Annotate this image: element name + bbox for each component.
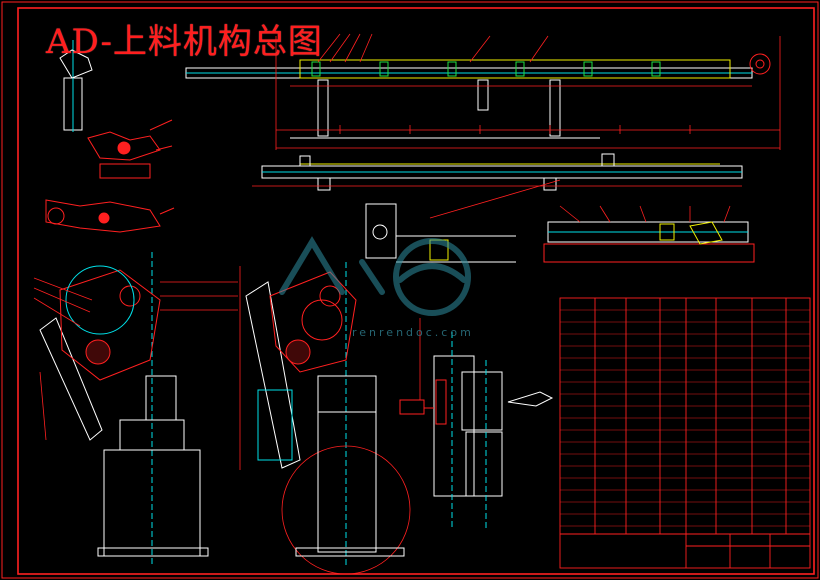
left-mechanism-elevation (33, 252, 238, 566)
parts-list-rows (560, 309, 810, 527)
parts-list-table (559, 297, 811, 569)
watermark-url: renrendoc.com (352, 326, 474, 339)
rail-gripper-detail (365, 203, 516, 263)
rail-side-view (252, 153, 743, 191)
main-assembly-top-view (185, 33, 781, 150)
gripper-detail-views (45, 40, 175, 233)
transfer-unit-view (429, 179, 755, 263)
middle-mechanism-elevation (239, 262, 411, 575)
drawing-title: AD-上料机构总图 (46, 22, 323, 62)
column-section-view (399, 318, 554, 528)
